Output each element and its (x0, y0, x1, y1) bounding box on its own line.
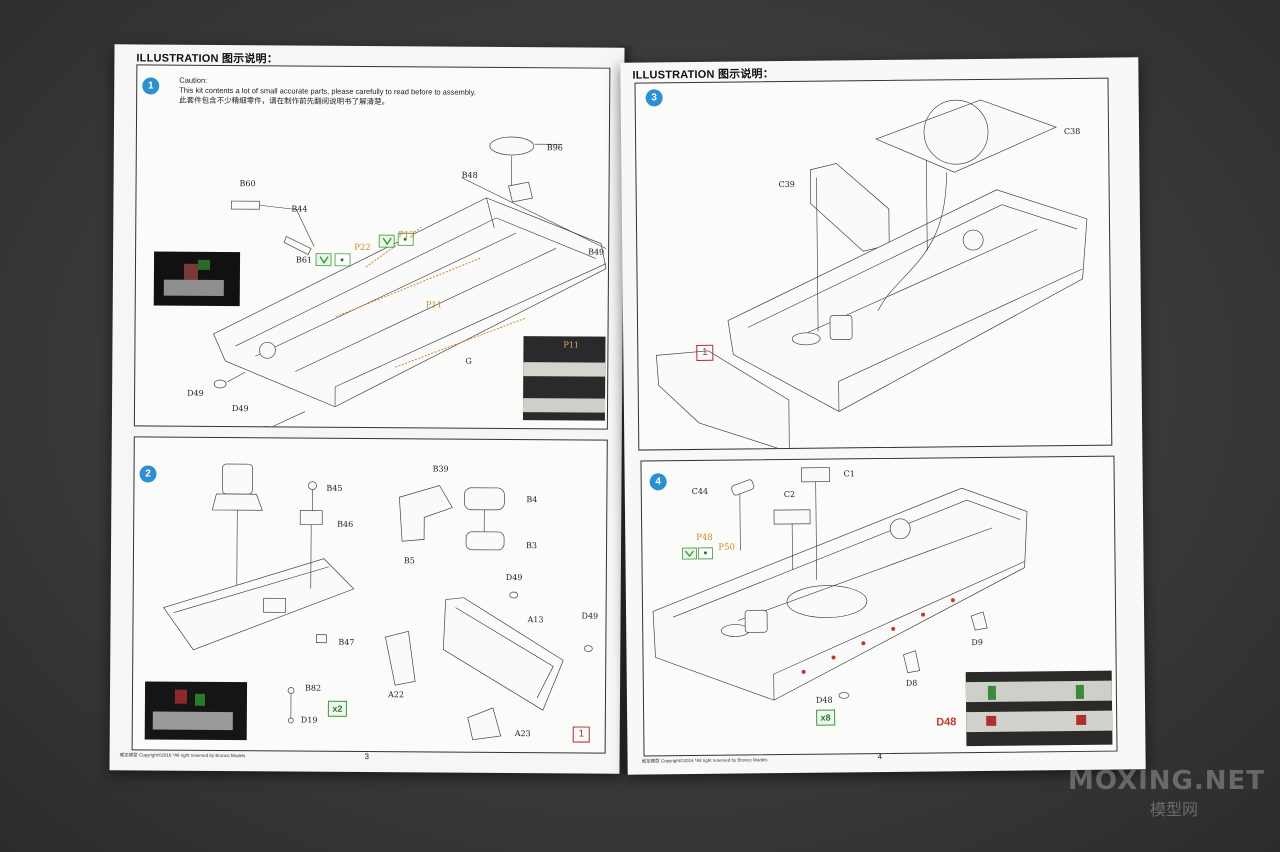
b39-bracket (399, 485, 453, 542)
label-a23: A23 (514, 729, 531, 738)
floor-plate (163, 558, 355, 651)
hull-body-4 (652, 487, 1028, 701)
label-d49-d: D49 (582, 612, 599, 621)
step-2-drawing: B45 B46 B39 B4 B3 B5 D49 D49 A13 B47 A22… (163, 463, 599, 741)
label-b49: B49 (588, 248, 604, 257)
step-2-reference-photo (144, 681, 248, 741)
label-p50: P50 (718, 542, 735, 553)
photo-label-p11: P11 (563, 340, 580, 350)
right-page-header: ILLUSTRATION 图示说明： (632, 68, 774, 82)
label-c38: C38 (1063, 126, 1081, 137)
label-c2: C2 (783, 489, 796, 500)
c38-plate (875, 99, 1057, 173)
label-b96: B96 (547, 143, 563, 152)
step-3-reference-box: 1 (696, 344, 714, 361)
d8-part (903, 650, 921, 674)
seat-back (222, 463, 253, 495)
label-d49-c: D49 (506, 573, 523, 582)
label-b45: B45 (326, 484, 342, 493)
step-3-drawing (655, 99, 1088, 450)
step-2-multiplier: x2 (327, 700, 347, 717)
c44-part (731, 479, 755, 496)
label-a13: A13 (527, 615, 544, 624)
label-p48: P48 (696, 532, 713, 543)
label-d49-a: D49 (187, 389, 204, 398)
label-p11: P11 (426, 300, 443, 310)
label-g: G (465, 357, 471, 366)
pedal-box (263, 597, 287, 613)
a13-panel (442, 597, 564, 711)
left-page-footer: 威龙模型 Copyright©2016 *All right reserved … (119, 752, 246, 759)
step-2-reference-box: 1 (572, 726, 590, 743)
label-d19: D19 (301, 716, 318, 725)
step-1-drawing: B96 B48 B60 B44 B61 P22 P12 B49 P11 G D4… (187, 136, 607, 429)
seat-cushion (211, 493, 263, 511)
label-d8: D8 (905, 678, 918, 688)
label-d9: D9 (971, 637, 983, 648)
step-4-panel: 4 (640, 455, 1118, 757)
label-b48: B48 (462, 171, 478, 180)
hull-drum (962, 229, 984, 251)
d9-part (970, 611, 988, 631)
label-p22: P22 (354, 243, 371, 253)
label-c1: C1 (843, 469, 855, 479)
d49-part-b (260, 425, 274, 429)
b61-part (283, 235, 312, 256)
label-a22: A22 (387, 690, 404, 699)
watermark-main: MOXING.NET (1068, 766, 1266, 796)
right-page-footer: 威龙模型 Copyright©2016 *All right reserved … (641, 757, 768, 764)
label-d49-b: D49 (232, 404, 249, 413)
label-b46: B46 (337, 520, 353, 529)
step-1-reference-photo-b: P11 (522, 336, 606, 421)
label-c39: C39 (778, 179, 795, 190)
b46-part (299, 510, 323, 526)
label-c44: C44 (691, 486, 709, 497)
a22-part (384, 630, 416, 686)
b3-part (465, 531, 505, 551)
step-4-reference-photo (965, 670, 1113, 747)
drum-part (259, 341, 276, 359)
label-b61: B61 (296, 256, 312, 265)
b4-part (463, 487, 505, 511)
label-b4: B4 (526, 495, 537, 504)
step-4-multiplier: x8 (816, 709, 836, 726)
hull-drum-4 (889, 518, 911, 540)
left-page-number: 3 (364, 751, 370, 762)
column-bracket (508, 181, 533, 203)
steering-wheel-3 (791, 332, 821, 346)
label-b82: B82 (305, 684, 321, 693)
label-b39: B39 (433, 464, 449, 473)
steering-wheel (489, 136, 535, 156)
watermark-sub: 模型网 (1150, 802, 1199, 819)
label-b44: B44 (291, 204, 307, 213)
photo-label-d48: D48 (936, 716, 957, 729)
hull-body (727, 189, 1088, 412)
b60-part (231, 200, 260, 210)
step-1-reference-photo-a (153, 251, 241, 307)
a23-part (467, 707, 502, 741)
left-page: ILLUSTRATION 图示说明： 1 Caution: This kit c… (109, 44, 625, 774)
c2-part (773, 509, 811, 525)
d49-part-a (213, 379, 227, 389)
step-3-panel: 3 1 C38 C39 (634, 77, 1113, 451)
front-plate (655, 350, 790, 450)
step-1-panel: 1 Caution: This kit contents a lot of sm… (133, 64, 611, 430)
label-b47: B47 (338, 638, 354, 647)
label-p12: P12 (398, 230, 415, 240)
label-b5: B5 (404, 556, 415, 565)
label-b60: B60 (240, 179, 256, 188)
c39-plate (810, 163, 890, 252)
step-4-drawing (652, 467, 1028, 701)
c1-part (801, 467, 831, 483)
label-d48: D48 (815, 695, 833, 705)
right-page-number: 4 (877, 752, 883, 762)
right-page: ILLUSTRATION 图示说明： 3 1 C38 (620, 57, 1146, 775)
label-b3: B3 (526, 541, 537, 550)
step-2-panel: 2 (131, 436, 608, 754)
